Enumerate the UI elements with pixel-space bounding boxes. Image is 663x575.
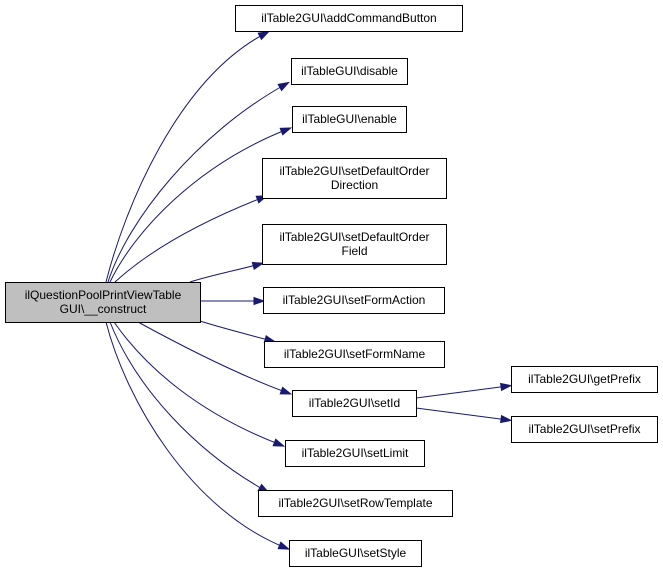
- arrowhead-icon: [277, 541, 291, 550]
- node-box: [285, 440, 425, 467]
- edge-construct-to-setFormName: [199, 320, 277, 344]
- node-label: ilTableGUI\enable: [302, 112, 397, 126]
- node-box: [289, 540, 422, 567]
- node-label: ilTable2GUI\setDefaultOrder: [279, 164, 429, 178]
- edge-line: [113, 321, 282, 446]
- node-disable[interactable]: ilTableGUI\disable: [291, 58, 408, 85]
- node-label: ilTable2GUI\setLimit: [302, 446, 409, 460]
- node-label: ilTableGUI\setStyle: [305, 546, 407, 560]
- arrowhead-icon: [277, 81, 290, 92]
- edge-line: [114, 196, 265, 283]
- arrowhead-icon: [272, 438, 286, 447]
- node-enable[interactable]: ilTableGUI\enable: [292, 106, 407, 133]
- edge-line: [415, 407, 509, 421]
- node-box: [291, 58, 408, 85]
- edge-setId-to-setPrefix: [415, 407, 513, 424]
- node-label: ilTable2GUI\setFormAction: [283, 293, 426, 307]
- node-label: ilTable2GUI\setRowTemplate: [278, 496, 432, 510]
- edge-construct-to-setFormAction: [199, 296, 266, 306]
- node-label: GUI\__construct: [60, 302, 147, 316]
- node-label: ilQuestionPoolPrintViewTable: [25, 288, 182, 302]
- node-construct[interactable]: ilQuestionPoolPrintViewTableGUI\__constr…: [5, 282, 201, 323]
- node-box: [511, 416, 658, 443]
- edge-line: [137, 321, 289, 394]
- edge-construct-to-disable: [107, 81, 290, 283]
- node-setPrefix[interactable]: ilTable2GUI\setPrefix: [511, 416, 658, 443]
- edge-construct-to-setStyle: [105, 321, 291, 550]
- node-box: [263, 287, 445, 314]
- node-label: ilTable2GUI\getPrefix: [528, 372, 641, 386]
- node-label: Direction: [331, 178, 378, 192]
- node-label: ilTable2GUI\setFormName: [284, 347, 426, 361]
- node-label: ilTable2GUI\setId: [309, 396, 400, 410]
- root-node-box: [5, 282, 201, 323]
- edges-layer: [105, 30, 513, 550]
- node-setId[interactable]: ilTable2GUI\setId: [292, 390, 417, 417]
- node-box: [292, 390, 417, 417]
- arrowhead-icon: [257, 30, 271, 41]
- node-getPrefix[interactable]: ilTable2GUI\getPrefix: [511, 366, 658, 393]
- node-addCommandButton[interactable]: ilTable2GUI\addCommandButton: [235, 5, 463, 32]
- edge-setId-to-getPrefix: [415, 382, 513, 399]
- node-label: Field: [341, 244, 367, 258]
- edge-construct-to-addCommandButton: [105, 30, 271, 283]
- edge-construct-to-setDefaultOrderField: [189, 261, 265, 283]
- node-label: ilTable2GUI\setPrefix: [528, 422, 640, 436]
- edge-line: [189, 263, 261, 283]
- node-setStyle[interactable]: ilTableGUI\setStyle: [289, 540, 422, 567]
- edge-line: [415, 385, 509, 399]
- arrowhead-icon: [279, 386, 293, 395]
- node-setFormName[interactable]: ilTable2GUI\setFormName: [264, 341, 445, 368]
- node-box: [262, 224, 447, 265]
- node-box: [292, 106, 407, 133]
- arrowhead-icon: [253, 296, 266, 306]
- node-label: ilTable2GUI\setDefaultOrder: [279, 230, 429, 244]
- node-setFormAction[interactable]: ilTable2GUI\setFormAction: [263, 287, 445, 314]
- edge-construct-to-setLimit: [113, 321, 286, 447]
- arrowhead-icon: [500, 382, 513, 392]
- node-label: ilTable2GUI\addCommandButton: [261, 11, 436, 25]
- node-setLimit[interactable]: ilTable2GUI\setLimit: [285, 440, 425, 467]
- node-box: [264, 341, 445, 368]
- edge-line: [105, 321, 287, 549]
- arrowhead-icon: [279, 127, 293, 136]
- edge-line: [105, 32, 267, 283]
- node-box: [262, 158, 447, 199]
- node-box: [511, 366, 658, 393]
- node-setRowTemplate[interactable]: ilTable2GUI\setRowTemplate: [258, 490, 453, 517]
- edge-line: [109, 321, 267, 492]
- node-label: ilTableGUI\disable: [301, 64, 398, 78]
- node-box: [258, 490, 453, 517]
- arrowhead-icon: [500, 414, 513, 424]
- edge-line: [109, 128, 289, 283]
- edge-construct-to-enable: [109, 127, 293, 283]
- edge-line: [199, 320, 273, 342]
- node-box: [235, 5, 463, 32]
- edge-line: [107, 83, 287, 283]
- arrowhead-icon: [251, 261, 265, 271]
- edge-construct-to-setId: [137, 321, 293, 395]
- nodes-layer: ilQuestionPoolPrintViewTableGUI\__constr…: [5, 5, 658, 567]
